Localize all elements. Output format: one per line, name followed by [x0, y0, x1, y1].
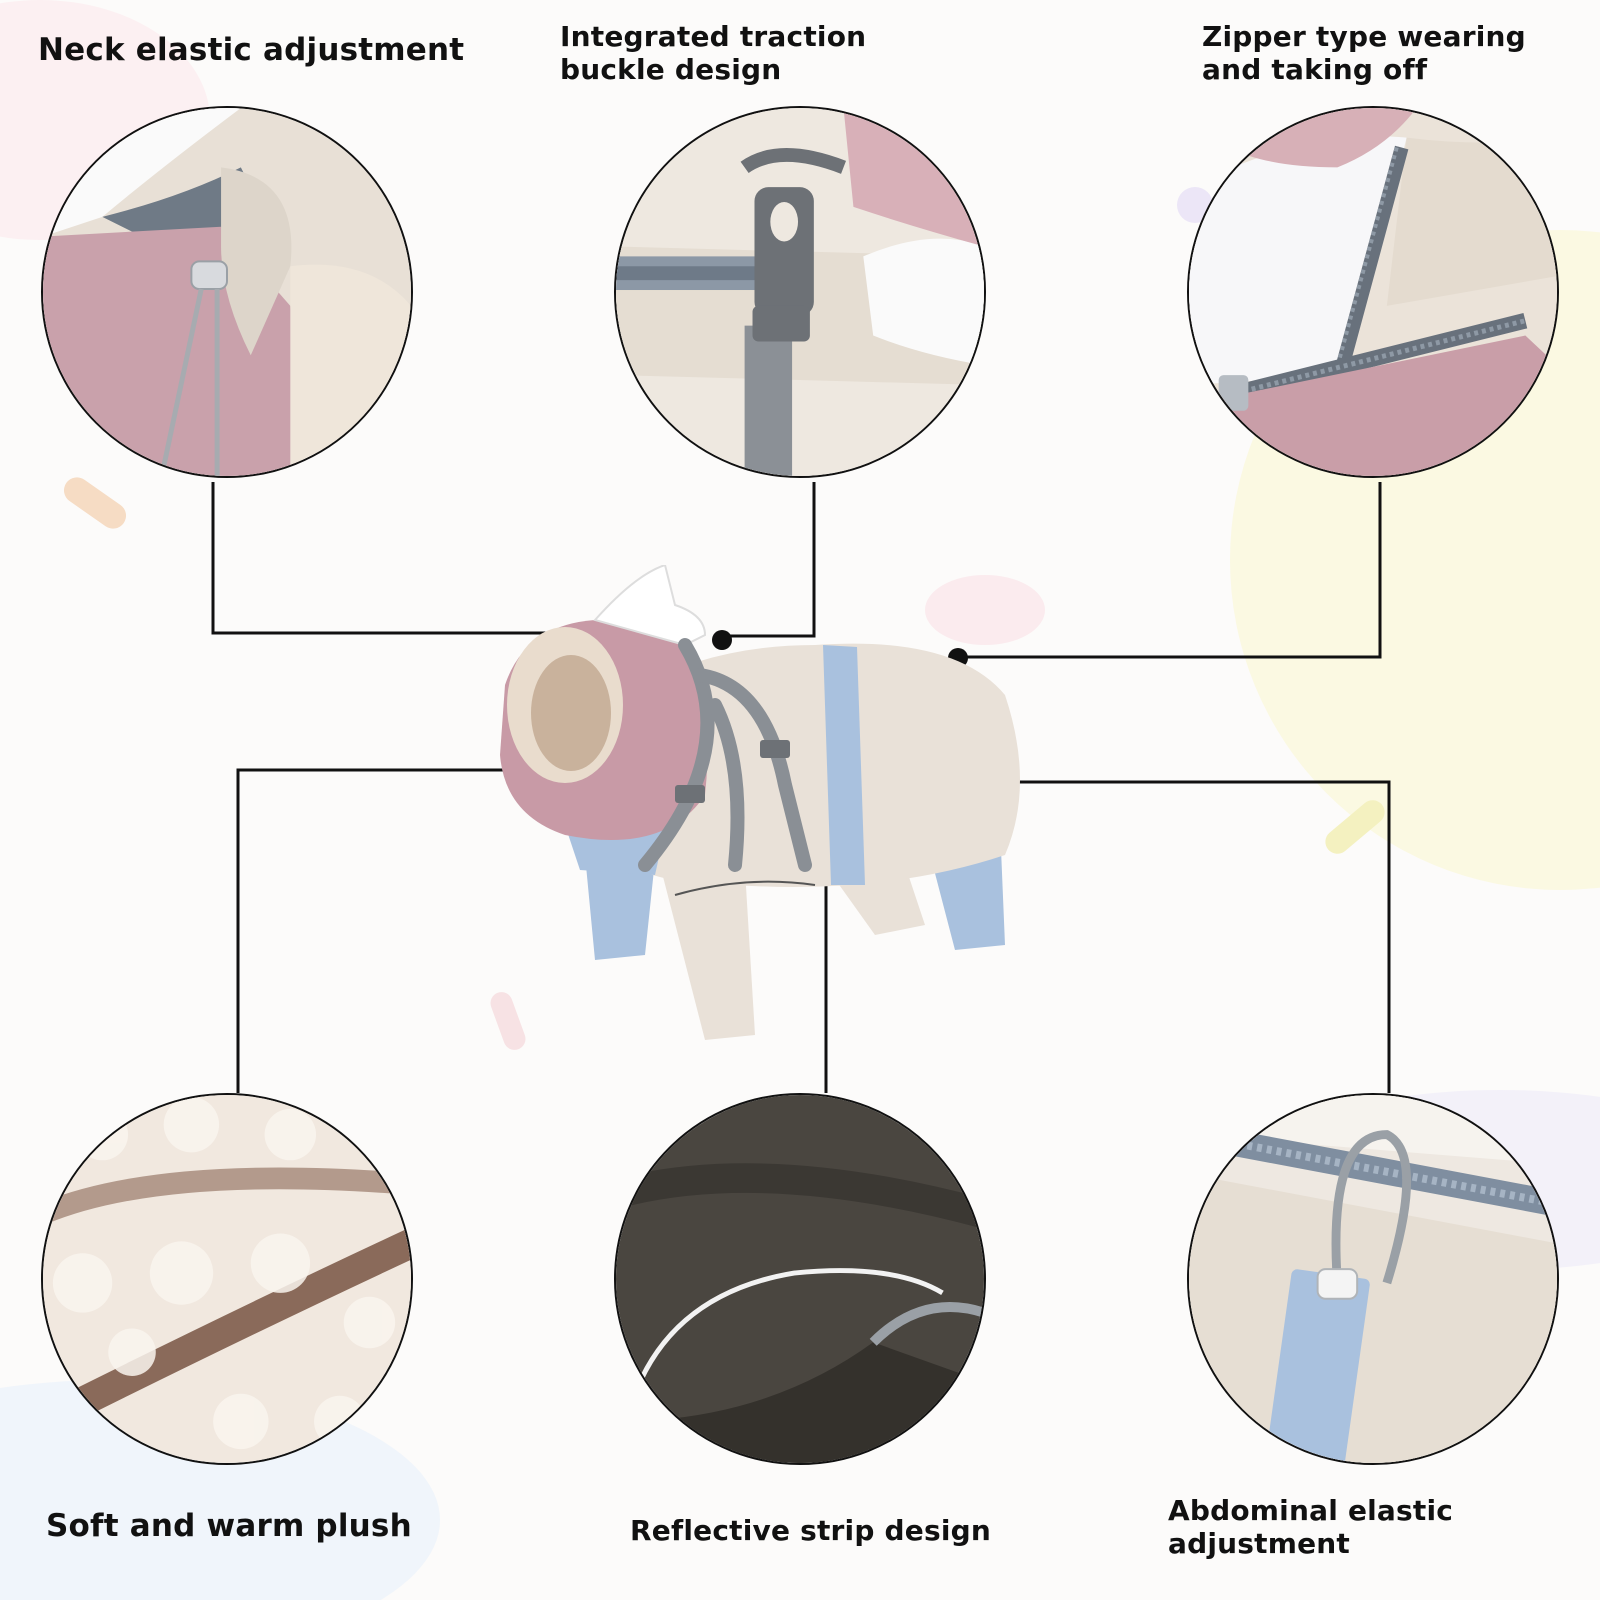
detail-reflective	[614, 1093, 986, 1465]
detail-zipper	[1187, 106, 1559, 478]
label-reflective: Reflective strip design	[630, 1514, 992, 1547]
drawstring-toggle-icon	[43, 108, 411, 476]
dog-winter-jumpsuit-icon	[500, 565, 1020, 1040]
reflective-strip-icon	[616, 1095, 984, 1463]
detail-traction-buckle	[614, 106, 986, 478]
elastic-cord-icon	[1189, 1095, 1557, 1463]
label-plush: Soft and warm plush	[46, 1508, 412, 1544]
detail-abdominal-elastic	[1187, 1093, 1559, 1465]
label-zipper: Zipper type wearing and taking off	[1202, 20, 1526, 87]
zipper-icon	[1189, 108, 1557, 476]
leash-buckle-icon	[616, 108, 984, 476]
detail-plush	[41, 1093, 413, 1465]
label-traction-buckle: Integrated traction buckle design	[560, 20, 867, 87]
label-neck-elastic: Neck elastic adjustment	[38, 32, 465, 68]
fleece-texture-icon	[43, 1095, 411, 1463]
label-abdominal: Abdominal elastic adjustment	[1168, 1494, 1454, 1561]
detail-neck-elastic	[41, 106, 413, 478]
